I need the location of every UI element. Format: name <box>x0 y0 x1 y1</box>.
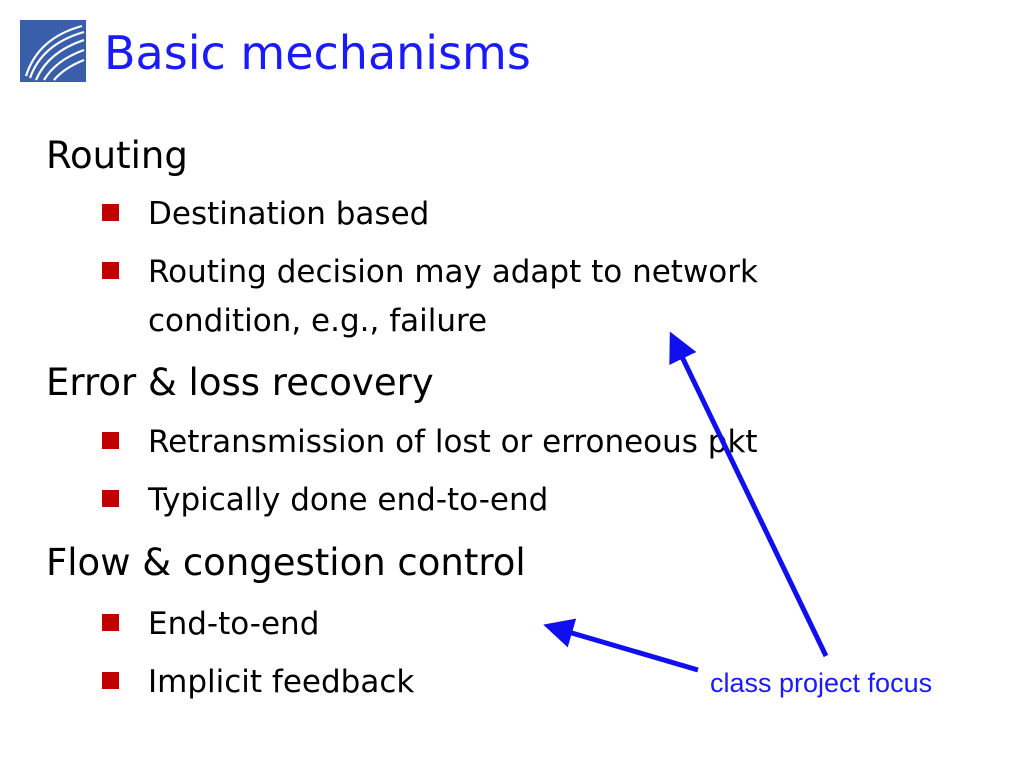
section-heading-flow-congestion: Flow & congestion control <box>46 541 526 584</box>
bullet-end-to-end-typical: Typically done end-to-end <box>148 482 549 518</box>
bullet-marker <box>102 490 119 507</box>
bullet-marker <box>102 672 119 689</box>
bullet-marker <box>102 432 119 449</box>
bullet-destination-based: Destination based <box>148 196 430 232</box>
section-heading-routing: Routing <box>46 134 188 177</box>
bullet-marker <box>102 262 119 279</box>
annotation-class-project-focus: class project focus <box>710 668 933 698</box>
logo-icon <box>20 20 86 82</box>
bullet-implicit-feedback: Implicit feedback <box>148 664 415 700</box>
bullet-marker <box>102 204 119 221</box>
bullet-retransmission: Retransmission of lost or erroneous pkt <box>148 424 758 460</box>
bullet-marker <box>102 614 119 631</box>
bullet-routing-decision-line2: condition, e.g., failure <box>148 303 488 339</box>
bullet-end-to-end: End-to-end <box>148 606 320 642</box>
bullet-routing-decision-line1: Routing decision may adapt to network <box>148 254 758 290</box>
arrow-to-end-to-end <box>543 618 699 673</box>
slide-title: Basic mechanisms <box>104 26 531 80</box>
arrow-to-routing <box>669 331 829 658</box>
section-heading-error-loss-recovery: Error & loss recovery <box>46 361 434 404</box>
